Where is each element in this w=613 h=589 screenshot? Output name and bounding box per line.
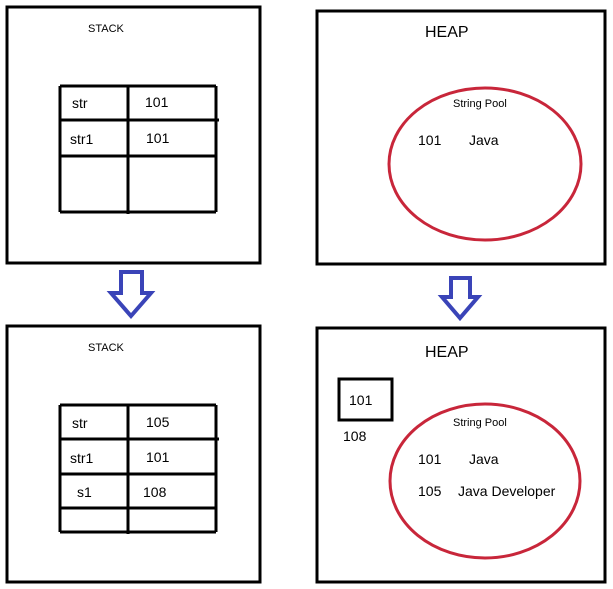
pool-entry-address: 101 [418, 132, 442, 148]
stack-row-name: str1 [70, 131, 94, 147]
stack-row-name: str1 [70, 450, 94, 466]
stack-table-after [58, 403, 219, 534]
stack-title-after: STACK [88, 342, 125, 354]
heap-object-value: 101 [349, 392, 373, 408]
stack-row-value: 101 [146, 449, 170, 465]
stack-panel-after: STACK str 105 str1 101 s1 108 [5, 324, 262, 584]
down-arrow-right [437, 276, 483, 322]
stack-frame-after [5, 324, 262, 584]
heap-panel-after: HEAP 101 108 String Pool 101 Java 105 Ja… [315, 326, 607, 584]
heap-panel-before: HEAP String Pool 101 Java [315, 9, 607, 266]
heap-object-box [337, 377, 394, 422]
pool-entry-value: Java Developer [458, 483, 556, 499]
stack-panel-before: STACK str 101 str1 101 [5, 5, 262, 265]
stack-row-value: 101 [145, 94, 169, 110]
stack-row-name: s1 [77, 484, 92, 500]
stack-row-value: 101 [146, 130, 170, 146]
heap-frame-before [315, 9, 607, 266]
down-arrow-left [106, 270, 156, 320]
string-pool-label-before: String Pool [453, 98, 507, 110]
stack-table-before [58, 84, 219, 214]
heap-title-after: HEAP [425, 344, 469, 361]
heap-title-before: HEAP [425, 24, 469, 41]
stack-frame-before [5, 5, 262, 265]
pool-entry-value: Java [469, 132, 499, 148]
string-pool-after [388, 402, 582, 560]
stack-row-value: 108 [143, 484, 167, 500]
string-pool-before [387, 86, 583, 242]
stack-title-before: STACK [88, 23, 125, 35]
heap-object-address: 108 [343, 428, 367, 444]
heap-frame-after [315, 326, 607, 584]
pool-entry-address: 101 [418, 451, 442, 467]
stack-row-name: str [72, 95, 88, 111]
pool-entry-address: 105 [418, 483, 442, 499]
stack-row-name: str [72, 415, 88, 431]
string-pool-label-after: String Pool [453, 417, 507, 429]
stack-row-value: 105 [146, 414, 170, 430]
pool-entry-value: Java [469, 451, 499, 467]
